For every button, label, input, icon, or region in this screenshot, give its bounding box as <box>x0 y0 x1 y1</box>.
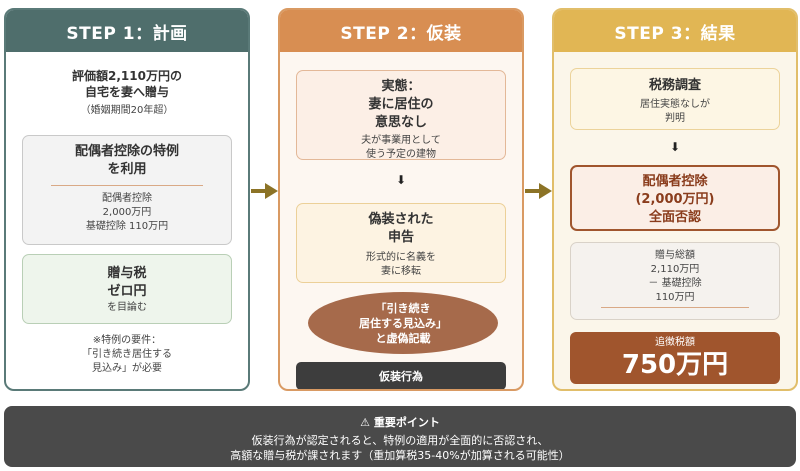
additional-tax-label: 追徴税額 <box>655 337 695 348</box>
right-arrow-icon <box>251 183 278 199</box>
actual-state-title-line3: 意思なし <box>374 115 427 130</box>
gift-total-line2: 2,110万円 <box>650 264 700 275</box>
gift-total-line3: － 基礎控除 <box>648 278 702 289</box>
fake-declaration-title-line1: 偽装された <box>368 212 434 227</box>
requirement-note-line3: 見込み」が必要 <box>92 363 162 374</box>
deduction-denied-box: 配偶者控除 (2,000万円) 全面否認 <box>570 165 780 231</box>
gift-tax-title-line1: 贈与税 <box>107 266 147 281</box>
right-arrow-icon <box>525 183 552 199</box>
deduction-denied-line1: 配偶者控除 <box>642 174 708 189</box>
divider <box>51 185 203 186</box>
spousal-deduction-title-line1: 配偶者控除の特例 <box>74 144 179 159</box>
important-point-line2: 高額な贈与税が課されます（重加算税35-40%が加算される可能性） <box>230 449 570 462</box>
step1-intro-line2: 自宅を妻へ贈与 <box>84 85 169 99</box>
false-statement-ellipse: 「引き続き 居住する見込み」 と虚偽記載 <box>308 292 498 354</box>
false-statement-line3: と虚偽記載 <box>375 331 431 345</box>
important-point-title: ⚠ 重要ポイント <box>360 416 440 429</box>
step1-intro: 評価額2,110万円の 自宅を妻へ贈与 （婚姻期間20年超） <box>16 68 238 118</box>
gift-total-line4: 110万円 <box>655 292 695 303</box>
important-point-line1: 仮装行為が認定されると、特例の適用が全面的に否認され、 <box>251 434 549 447</box>
down-arrow-icon: ⬇ <box>395 173 407 187</box>
step1-requirement-note: ※特例の要件： 「引き続き居住する 見込み」が必要 <box>16 334 238 376</box>
tax-audit-title: 税務調査 <box>648 78 701 93</box>
tax-audit-detail-line1: 居住実態なしが <box>640 99 710 110</box>
requirement-note-line2: 「引き続き居住する <box>82 349 172 360</box>
spousal-deduction-detail-line1: 配偶者控除 <box>102 193 152 204</box>
fake-declaration-title-line2: 申告 <box>387 230 414 245</box>
deduction-denied-line2: (2,000万円) <box>635 192 715 207</box>
actual-state-title-line1: 実態： <box>381 79 421 94</box>
false-statement-line1: 「引き続き <box>375 301 431 315</box>
gift-tax-title-line2: ゼロ円 <box>107 284 147 299</box>
actual-state-detail-line1: 夫が事業用として <box>361 135 441 146</box>
spousal-deduction-title-line2: を利用 <box>107 162 147 177</box>
actual-state-title-line2: 妻に居住の <box>368 97 434 112</box>
step1-header: STEP 1：計画 <box>6 10 248 52</box>
fake-declaration-detail-line1: 形式的に名義を <box>366 252 436 263</box>
actual-state-box: 実態： 妻に居住の 意思なし 夫が事業用として 使う予定の建物 <box>296 70 506 160</box>
requirement-note-line1: ※特例の要件： <box>92 335 162 346</box>
gift-total-box: 贈与総額 2,110万円 － 基礎控除 110万円 <box>570 242 780 320</box>
actual-state-detail-line2: 使う予定の建物 <box>366 149 436 160</box>
false-statement-line2: 居住する見込み」 <box>359 316 447 330</box>
fake-declaration-box: 偽装された 申告 形式的に名義を 妻に移転 <box>296 203 506 283</box>
step1-column: STEP 1：計画 評価額2,110万円の 自宅を妻へ贈与 （婚姻期間20年超）… <box>4 8 250 391</box>
step2-column: STEP 2：仮装 実態： 妻に居住の 意思なし 夫が事業用として 使う予定の建… <box>278 8 524 391</box>
step1-intro-line1: 評価額2,110万円の <box>72 69 182 83</box>
down-arrow-icon: ⬇ <box>669 140 681 154</box>
disguise-act-bar: 仮装行為 <box>296 362 506 389</box>
important-point-banner: ⚠ 重要ポイント 仮装行為が認定されると、特例の適用が全面的に否認され、 高額な… <box>4 406 796 467</box>
spousal-deduction-box: 配偶者控除の特例 を利用 配偶者控除 2,000万円 基礎控除 110万円 <box>22 135 232 245</box>
additional-tax-amount: 750万円 <box>621 350 729 380</box>
step3-header: STEP 3：結果 <box>554 10 796 52</box>
additional-tax-box: 追徴税額 750万円 <box>570 332 780 384</box>
sum-divider <box>601 307 749 308</box>
spousal-deduction-detail-line2: 2,000万円 <box>102 207 152 218</box>
gift-total-line1: 贈与総額 <box>655 250 695 261</box>
gift-tax-sub: を目論む <box>107 302 147 313</box>
step1-intro-note: （婚姻期間20年超） <box>80 105 174 116</box>
tax-audit-detail-line2: 判明 <box>665 113 685 124</box>
deduction-denied-line3: 全面否認 <box>648 210 701 225</box>
fake-declaration-detail-line2: 妻に移転 <box>381 266 421 277</box>
step2-header: STEP 2：仮装 <box>280 10 522 52</box>
tax-audit-box: 税務調査 居住実態なしが 判明 <box>570 68 780 130</box>
gift-tax-zero-box: 贈与税 ゼロ円 を目論む <box>22 254 232 324</box>
spousal-deduction-detail-line3: 基礎控除 110万円 <box>85 221 169 232</box>
step3-column: STEP 3：結果 税務調査 居住実態なしが 判明 ⬇ 配偶者控除 (2,000… <box>552 8 798 391</box>
